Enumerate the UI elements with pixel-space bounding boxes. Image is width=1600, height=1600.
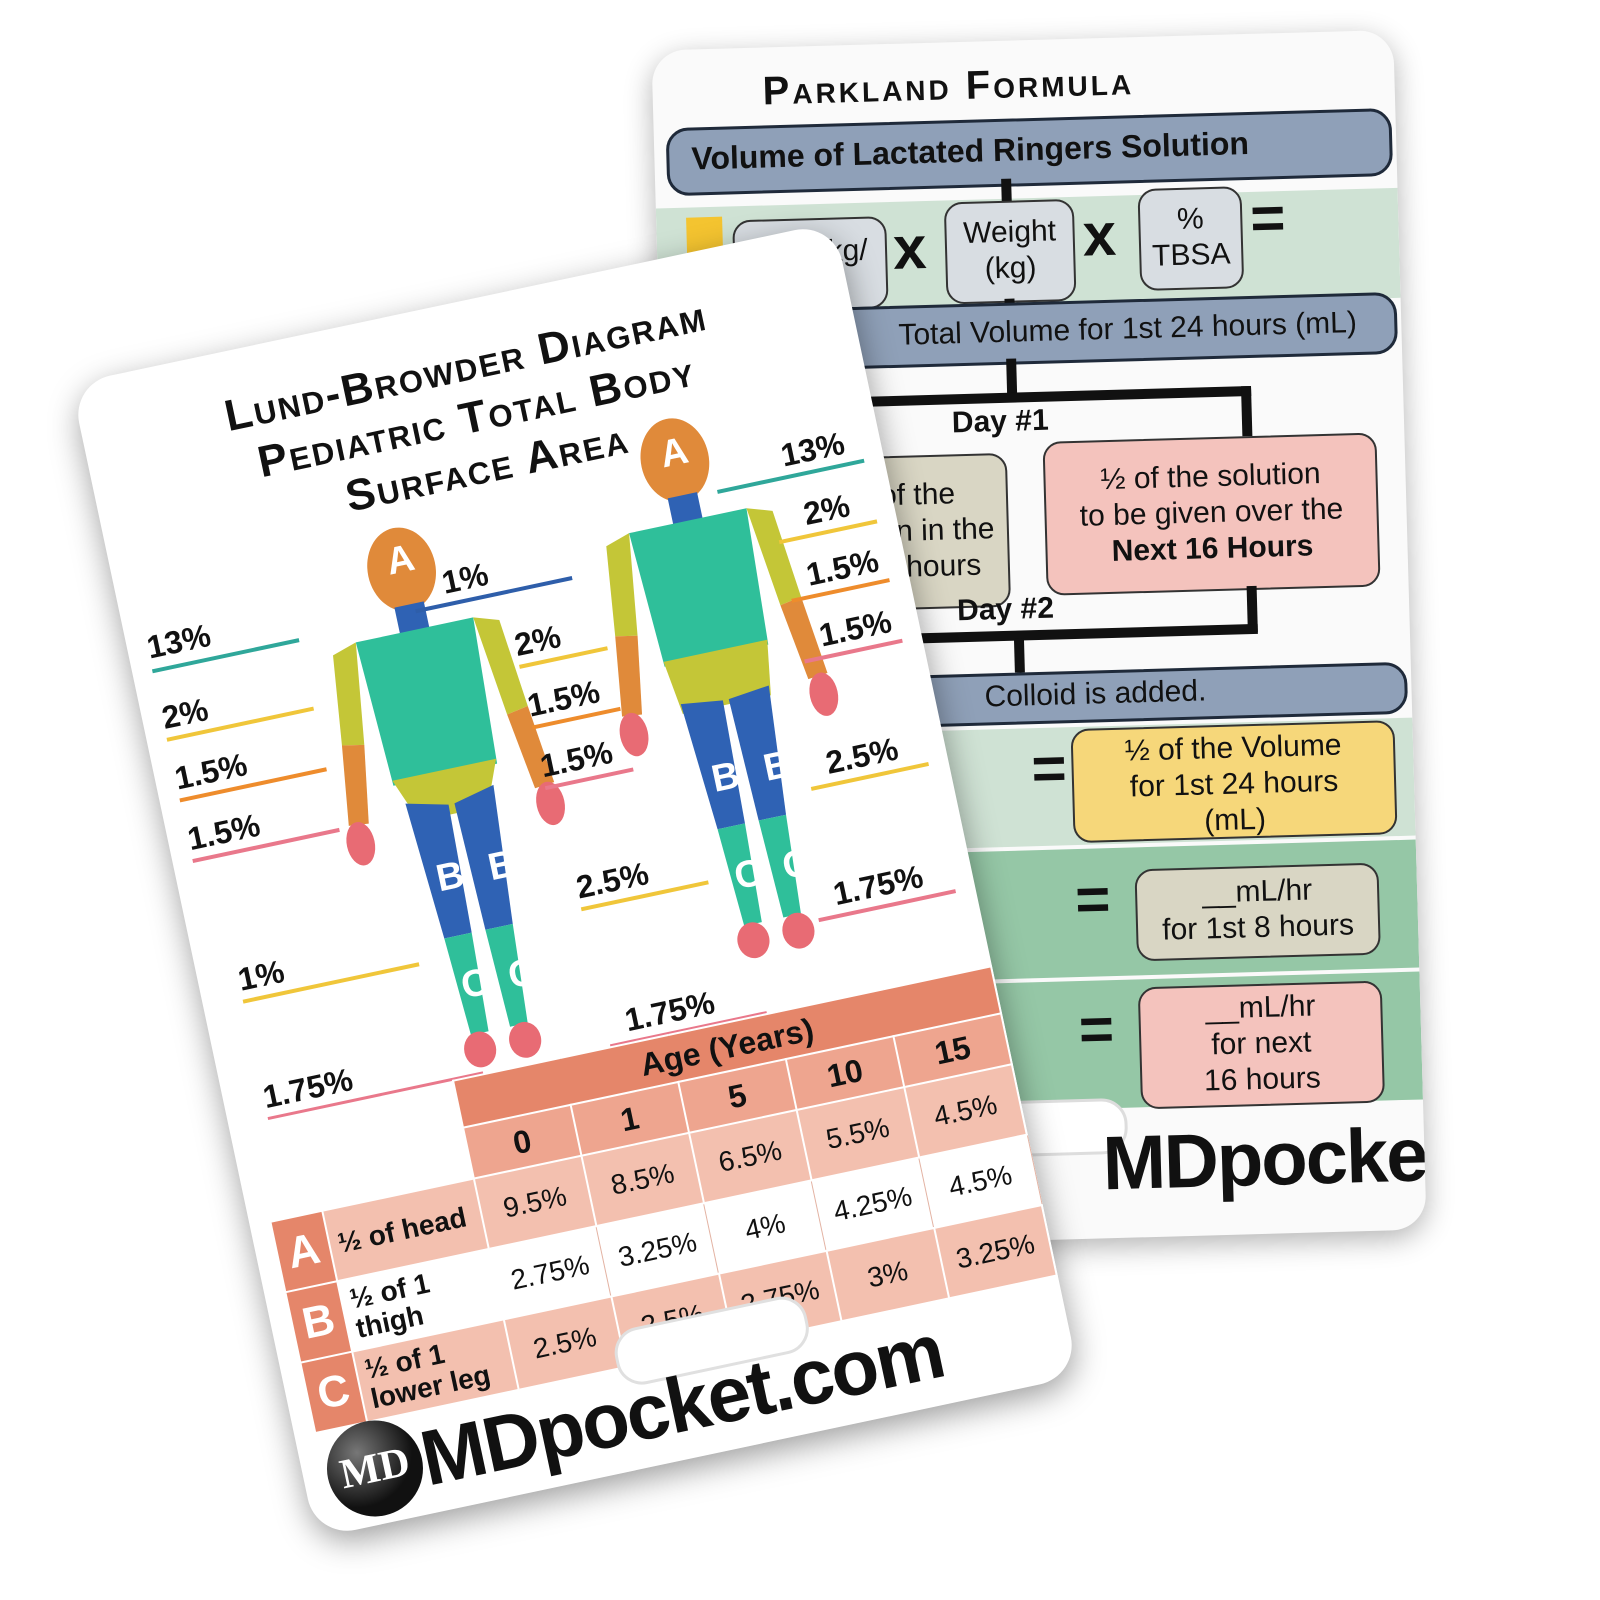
figure-left-forearm (341, 744, 369, 826)
figure-right-upper-arm (746, 508, 802, 606)
figure-left-hand (619, 712, 649, 757)
rate-16h-box: __mL/hr for next 16 hours (1137, 980, 1386, 1110)
next-16h-box: ½ of the solution to be given over the N… (1042, 432, 1381, 596)
figure-right-upper-arm (473, 617, 528, 715)
figure-right-forearm (507, 706, 555, 789)
lund-browder-card: Lund-Browder Diagram Pediatric Total Bod… (70, 221, 1080, 1539)
figure-left-foot (737, 922, 770, 959)
multiply-sign-2: x (1081, 200, 1118, 269)
figure-left-thigh (405, 803, 472, 939)
figure-left-thigh (680, 700, 745, 830)
figure-right-thigh (454, 784, 513, 930)
flow-connector (867, 623, 1258, 645)
figure-right-foot (782, 912, 815, 949)
half-volume-box: ½ of the Volume for 1st 24 hours (mL) (1070, 720, 1398, 844)
mdpocket-logo: MDpocket.com (1101, 1107, 1427, 1207)
figure-right-hand (536, 781, 565, 826)
weight-term-box: Weight (kg) (943, 198, 1077, 305)
flow-connector (1240, 385, 1253, 437)
figure-left-foot (464, 1031, 497, 1068)
figure-head (640, 418, 710, 502)
figure-left-lower-leg (717, 823, 762, 926)
flow-connector (1013, 638, 1025, 673)
equals-sign-2: = (1030, 734, 1068, 803)
figure-back-torso (629, 508, 769, 667)
parkland-title: Parkland Formula (761, 59, 1135, 114)
flow-connector (861, 385, 1252, 407)
figure-left-upper-arm (606, 533, 638, 637)
figure-right-lower-leg (758, 814, 801, 918)
equals-sign: = (1249, 183, 1287, 252)
multiply-sign: x (892, 214, 928, 282)
figure-neck (667, 492, 703, 526)
figure-head (367, 527, 436, 611)
tbsa-term-box: % TBSA (1137, 186, 1245, 292)
rate-8h-box: __mL/hr for 1st 8 hours (1134, 862, 1381, 962)
figure-left-upper-arm (333, 642, 365, 746)
figure-left-hand (346, 822, 376, 866)
figure-right-lower-leg (485, 923, 528, 1027)
equals-sign-4: = (1077, 995, 1115, 1064)
figure-left-lower-leg (444, 932, 489, 1036)
day2-label: Day #2 (956, 591, 1055, 628)
posterior-body-figure (606, 418, 839, 959)
figure-right-hand (809, 672, 839, 716)
day1-label: Day #1 (951, 403, 1050, 440)
figure-torso (355, 617, 498, 786)
figure-right-foot (509, 1021, 542, 1058)
figure-right-thigh (728, 685, 787, 821)
equals-sign-3: = (1074, 865, 1112, 934)
figure-left-forearm (615, 635, 643, 717)
anterior-body-figure (333, 527, 565, 1068)
